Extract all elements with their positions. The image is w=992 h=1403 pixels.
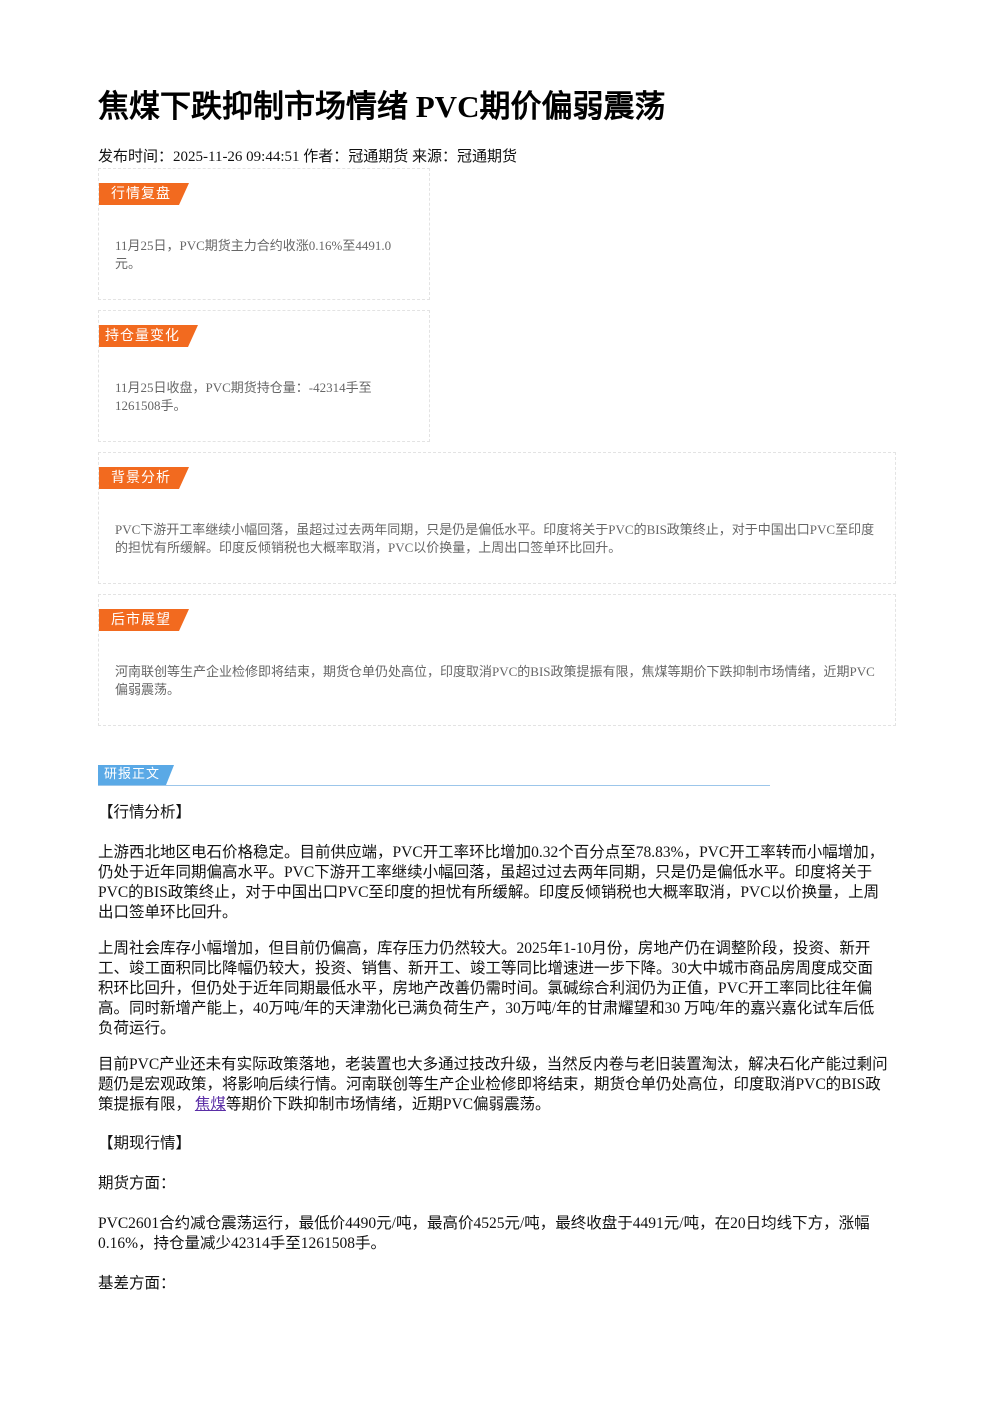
summary-tag: 持仓量变化 — [99, 325, 198, 347]
heading-market-analysis: 【行情分析】 — [98, 804, 192, 821]
summary-box-background: 背景分析 PVC下游开工率继续小幅回落，虽超过过去两年同期，只是仍是偏低水平。印… — [98, 452, 896, 584]
paragraph-1: 上游西北地区电石价格稳定。目前供应端，PVC开工率环比增加0.32个百分点至78… — [98, 844, 885, 921]
coking-coal-link[interactable]: 焦煤 — [194, 1096, 226, 1113]
summary-tag: 背景分析 — [99, 467, 189, 489]
summary-tag: 行情复盘 — [99, 183, 189, 205]
paragraph-3-text: 目前PVC产业还未有实际政策落地，老装置也大多通过技改升级，当然反内卷与老旧装置… — [98, 1056, 888, 1113]
section-divider — [98, 785, 770, 786]
article-title: 焦煤下跌抑制市场情绪 PVC期价偏弱震荡 — [98, 89, 666, 124]
article-meta: 发布时间：2025-11-26 09:44:51 作者：冠通期货 来源：冠通期货 — [98, 149, 518, 165]
paragraph-3: 目前PVC产业还未有实际政策落地，老装置也大多通过技改升级，当然反内卷与老旧装置… — [98, 1055, 888, 1115]
summary-text: 河南联创等生产企业检修即将结束，期货仓单仍处高位，印度取消PVC的BIS政策提振… — [115, 664, 875, 697]
summary-box-position-change: 持仓量变化 11月25日收盘，PVC期货持仓量：-42314手至1261508手… — [98, 310, 430, 442]
paragraph-2: 上周社会库存小幅增加，但目前仍偏高，库存压力仍然较大。2025年1-10月份，房… — [98, 940, 875, 1037]
report-section-header: 研报正文 — [98, 765, 770, 787]
summary-text: 11月25日收盘，PVC期货持仓量：-42314手至1261508手。 — [115, 380, 372, 413]
futures-paragraph: PVC2601合约减仓震荡运行，最低价4490元/吨，最高价4525元/吨，最终… — [98, 1215, 870, 1252]
summary-text: 11月25日，PVC期货主力合约收涨0.16%至4491.0元。 — [115, 238, 392, 271]
report-section-label: 研报正文 — [98, 765, 174, 785]
paragraph-3-text-end: 等期价下跌抑制市场情绪，近期PVC偏弱震荡。 — [225, 1096, 551, 1113]
futures-label: 期货方面： — [98, 1175, 176, 1192]
basis-label: 基差方面： — [98, 1275, 176, 1292]
heading-spot-futures: 【期现行情】 — [98, 1135, 192, 1152]
summary-box-market-review: 行情复盘 11月25日，PVC期货主力合约收涨0.16%至4491.0元。 — [98, 168, 430, 300]
summary-text: PVC下游开工率继续小幅回落，虽超过过去两年同期，只是仍是偏低水平。印度将关于P… — [115, 522, 875, 555]
summary-box-outlook: 后市展望 河南联创等生产企业检修即将结束，期货仓单仍处高位，印度取消PVC的BI… — [98, 594, 896, 726]
summary-tag: 后市展望 — [99, 609, 189, 631]
